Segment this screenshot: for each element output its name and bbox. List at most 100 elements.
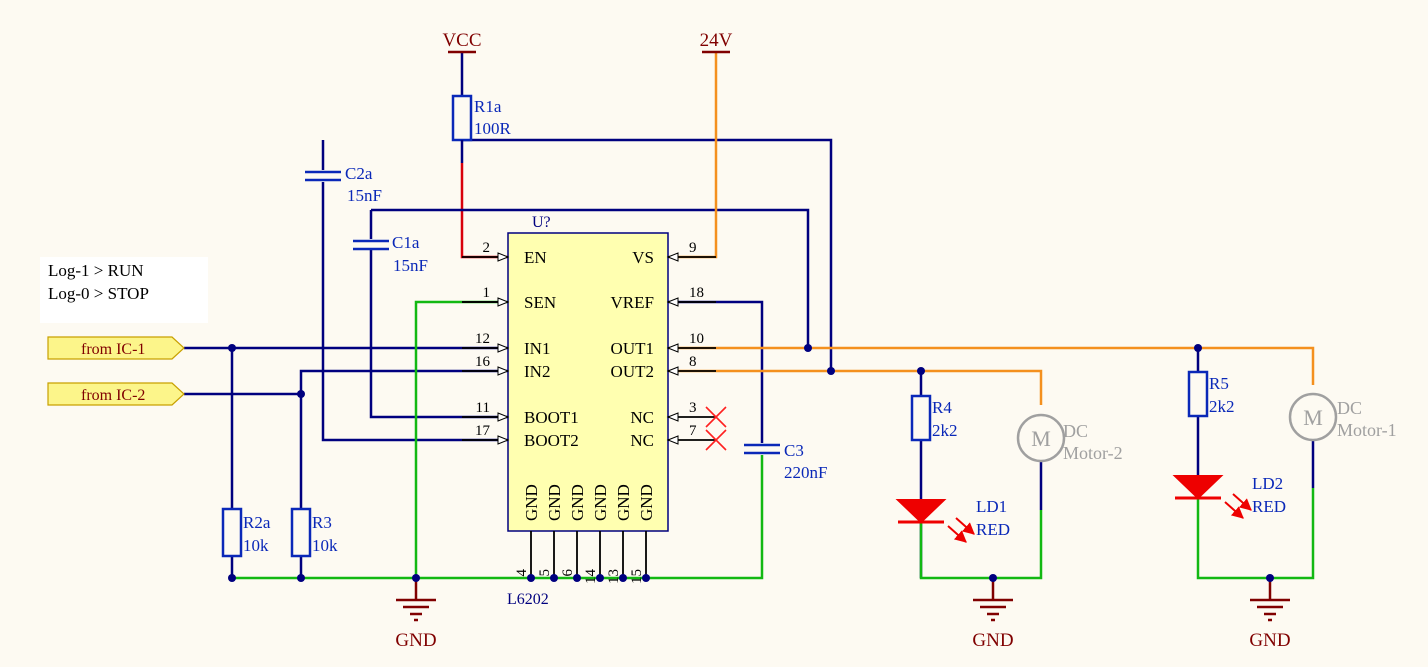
nc-cross-7: [705, 429, 727, 451]
led-ld2: [1172, 475, 1252, 519]
motor-1-symbol: M: [1303, 405, 1323, 430]
junction: [619, 574, 627, 582]
port-ic1-label: from IC-1: [81, 341, 145, 358]
motor-2-line2: Motor-2: [1063, 443, 1123, 463]
ld1-ref: LD1: [976, 497, 1007, 516]
c3-symbol: [744, 443, 780, 455]
chip-pin-label: GND: [545, 484, 564, 521]
chip-pin-label: NC: [630, 431, 654, 450]
chip-pin-number: 18: [689, 285, 704, 301]
chip-pin-7: 7NC: [630, 423, 716, 450]
chip-pin-number: 3: [689, 400, 697, 416]
r3-body: [290, 507, 312, 558]
chip-pin-label: SEN: [524, 293, 556, 312]
junction: [642, 574, 650, 582]
chip-pin-number: 9: [689, 240, 697, 256]
port-ic2: from IC-2: [47, 382, 185, 406]
chip-pin-number: 15: [629, 569, 645, 584]
r5-value: 2k2: [1209, 397, 1235, 416]
chip-part: L6202: [507, 591, 549, 608]
wire-r1a-bus: [462, 138, 833, 371]
led-ld1-arrow-2: [955, 517, 975, 535]
motor-1: M DC Motor-1: [1288, 392, 1397, 442]
wires: [184, 52, 1315, 600]
chip-pin-13: 13 GND: [606, 484, 633, 584]
wire-out2: [668, 369, 1043, 405]
chip-pin-label: IN1: [524, 339, 550, 358]
chip-pin-number: 1: [483, 285, 491, 301]
junction: [527, 574, 535, 582]
chip-pin-label: VREF: [611, 293, 654, 312]
port-ic1: from IC-1: [47, 336, 185, 360]
c2a-symbol: [305, 170, 341, 182]
motor-2-line1: DC: [1063, 421, 1088, 441]
junction: [827, 367, 835, 375]
capacitors: [305, 170, 780, 455]
chip-pin-3: 3NC: [630, 400, 716, 427]
chip-pin-label: EN: [524, 248, 547, 267]
chip-pin-number: 6: [560, 569, 576, 577]
port-ic2-label: from IC-2: [81, 387, 145, 404]
c3-ref: C3: [784, 441, 804, 460]
note-box: Log-1 > RUN Log-0 > STOP: [40, 257, 208, 323]
wire-out1: [668, 346, 1315, 385]
junction: [1194, 344, 1202, 352]
junction: [1266, 574, 1274, 582]
chip-pin-label: IN2: [524, 362, 550, 381]
gnd-symbol-1: [396, 598, 436, 622]
junction: [989, 574, 997, 582]
chip-pin-number: 12: [475, 331, 490, 347]
chip-pin-number: 10: [689, 331, 704, 347]
junction: [573, 574, 581, 582]
chip-pin-number: 13: [606, 569, 622, 584]
nc-crosses: [705, 406, 727, 451]
c1a-value: 15nF: [393, 256, 428, 275]
chip-pin-number: 16: [475, 354, 491, 370]
chip-pin-label: GND: [591, 484, 610, 521]
junction: [917, 367, 925, 375]
resistors: [221, 94, 1209, 558]
chip-pin-9: 9VS: [632, 240, 716, 267]
wire-c1a-top: [371, 208, 810, 348]
chip-pin-label: GND: [568, 484, 587, 521]
ld2-value: RED: [1252, 497, 1286, 516]
r4-value: 2k2: [932, 421, 958, 440]
note-line-2: Log-0 > STOP: [48, 284, 149, 303]
chip-pin-label: OUT1: [611, 339, 654, 358]
led-ld2-arrow-1: [1224, 501, 1244, 519]
chip-pin-label: BOOT2: [524, 431, 579, 450]
chip-pin-label: BOOT1: [524, 408, 579, 427]
junction: [596, 574, 604, 582]
wire-c2a-boot2: [321, 182, 508, 442]
c1a-symbol: [353, 239, 389, 251]
led-ld1-arrow-1: [947, 525, 967, 543]
wire-ld2-gnd: [1196, 488, 1315, 580]
junction: [297, 574, 305, 582]
c2a-ref: C2a: [345, 164, 373, 183]
note-line-1: Log-1 > RUN: [48, 261, 144, 280]
c3-value: 220nF: [784, 463, 827, 482]
gnd-symbol-2: [973, 598, 1013, 622]
wire-24v: [668, 52, 718, 259]
chip-pin-number: 8: [689, 354, 697, 370]
chip-pin-label: OUT2: [611, 362, 654, 381]
r4-body: [910, 394, 932, 442]
chip-pin-label: GND: [614, 484, 633, 521]
r5-ref: R5: [1209, 374, 1229, 393]
motor-2: M DC Motor-2: [1016, 413, 1123, 463]
r3-value: 10k: [312, 536, 338, 555]
